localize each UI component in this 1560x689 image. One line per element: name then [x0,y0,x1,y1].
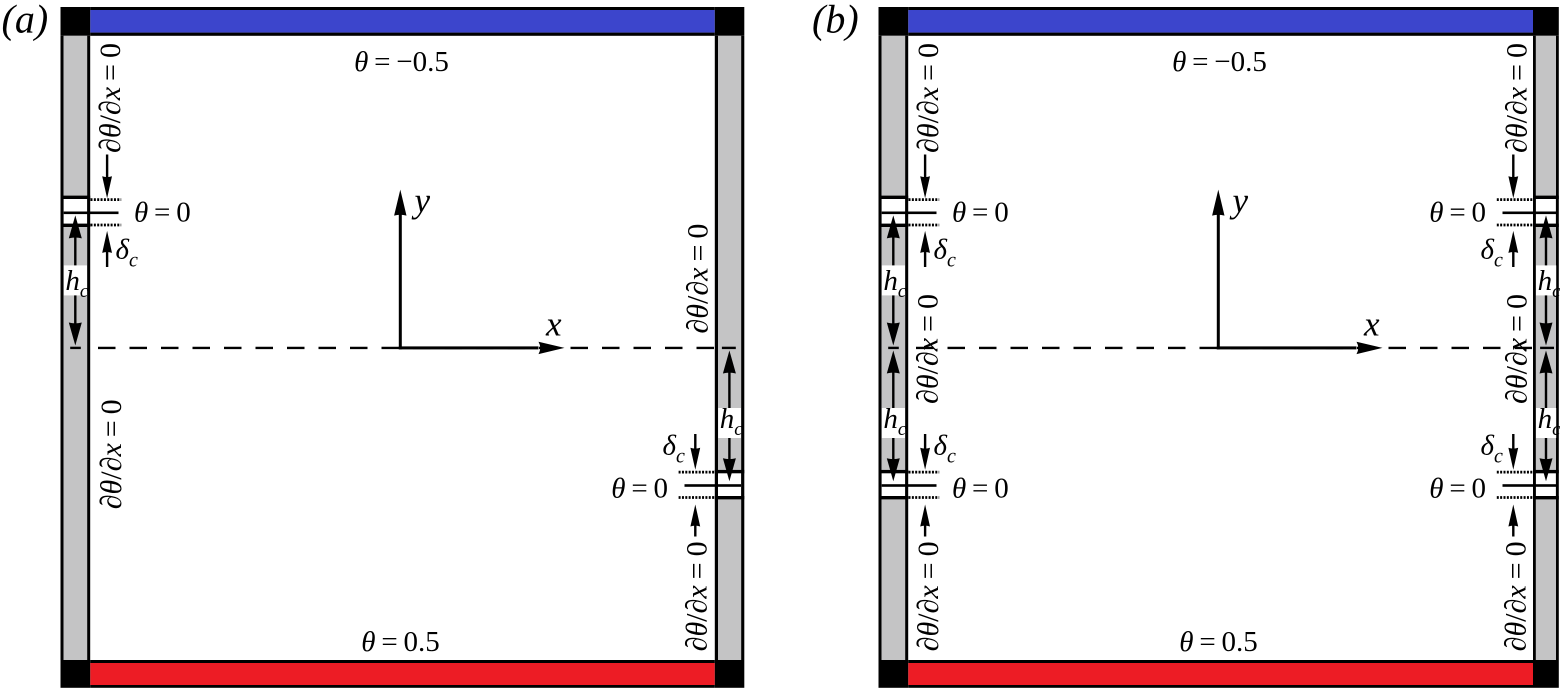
svg-text:y: y [1230,181,1249,220]
svg-text:hc: hc [883,265,907,302]
svg-text:(a): (a) [2,0,49,42]
svg-text:hc: hc [883,403,907,440]
svg-text:∂θ/∂x = 0: ∂θ/∂x = 0 [911,541,944,651]
svg-text:θ = −0.5: θ = −0.5 [1172,46,1267,78]
svg-text:δc: δc [934,234,956,272]
svg-text:x: x [545,305,562,344]
svg-text:δc: δc [116,234,138,272]
svg-text:θ = 0.5: θ = 0.5 [361,626,439,658]
svg-text:θ = 0: θ = 0 [952,473,1009,505]
svg-text:∂θ/∂x = 0: ∂θ/∂x = 0 [681,224,714,334]
svg-text:θ = 0: θ = 0 [1429,473,1486,505]
svg-text:δc: δc [1481,430,1503,468]
svg-text:hc: hc [65,265,89,302]
svg-text:θ = 0: θ = 0 [952,197,1009,229]
svg-text:x: x [1363,305,1380,344]
svg-text:δc: δc [934,430,956,468]
svg-text:θ = 0: θ = 0 [1429,197,1486,229]
svg-text:∂θ/∂x = 0: ∂θ/∂x = 0 [911,43,944,153]
svg-text:∂θ/∂x = 0: ∂θ/∂x = 0 [1500,43,1533,153]
svg-text:hc: hc [1538,265,1560,302]
svg-text:θ = 0: θ = 0 [611,473,668,505]
svg-text:θ = −0.5: θ = −0.5 [354,46,449,78]
svg-text:hc: hc [1538,403,1560,440]
svg-text:θ = 0.5: θ = 0.5 [1179,626,1257,658]
svg-text:δc: δc [663,430,685,468]
svg-text:∂θ/∂x = 0: ∂θ/∂x = 0 [1500,294,1533,404]
svg-text:∂θ/∂x = 0: ∂θ/∂x = 0 [680,541,713,651]
svg-text:∂θ/∂x = 0: ∂θ/∂x = 0 [911,294,944,404]
svg-text:δc: δc [1481,234,1503,272]
svg-text:∂θ/∂x = 0: ∂θ/∂x = 0 [1499,541,1532,651]
svg-text:θ = 0: θ = 0 [134,197,191,229]
svg-text:∂θ/∂x = 0: ∂θ/∂x = 0 [93,43,126,153]
svg-text:hc: hc [720,403,744,440]
svg-text:∂θ/∂x = 0: ∂θ/∂x = 0 [95,399,128,509]
svg-text:y: y [412,181,431,220]
svg-text:(b): (b) [812,0,859,42]
